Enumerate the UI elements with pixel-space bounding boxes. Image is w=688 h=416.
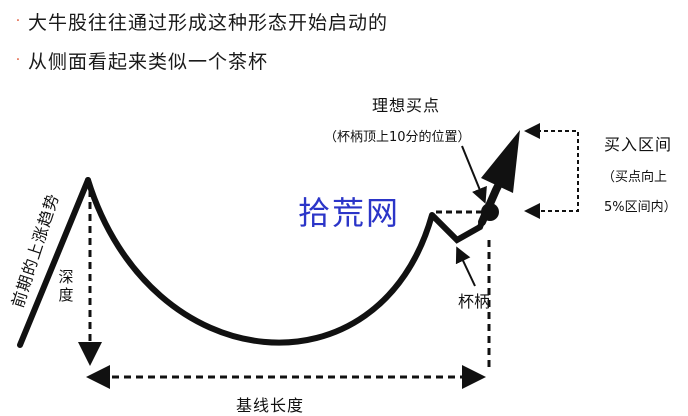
- bullet-marker: ·: [15, 13, 21, 29]
- cup-curve: [85, 177, 435, 346]
- buy-point-subtitle: （杯柄顶上10分的位置）: [324, 130, 471, 145]
- handle-pointer: [455, 246, 476, 287]
- buy-zone-bracket: [530, 130, 579, 212]
- breakout-arrow-head: [481, 130, 520, 193]
- buy-zone-line2: 5%区间内）: [604, 200, 677, 215]
- prior-trend-line: [17, 177, 91, 348]
- baseline-label: 基线长度: [236, 396, 305, 415]
- watermark-text: 拾荒网: [298, 194, 401, 232]
- buy-point-dot: [481, 203, 499, 221]
- bullet-text: 大牛股往往通过形成这种形态开始启动的: [28, 11, 389, 34]
- bullet-text: 从侧面看起来类似一个茶杯: [28, 50, 269, 73]
- buy-point-pointer: [461, 145, 487, 204]
- handle-line: [429, 212, 485, 244]
- bullet-item: · 从侧面看起来类似一个茶杯: [8, 45, 268, 75]
- buy-point-title: 理想买点: [372, 96, 441, 115]
- buy-zone-title: 买入区间: [604, 135, 673, 154]
- depth-label: 深度: [58, 268, 74, 304]
- buy-zone-line1: （买点向上: [602, 170, 668, 185]
- bullet-marker: ·: [15, 52, 21, 68]
- handle-label: 杯柄: [458, 292, 491, 311]
- bullet-item: · 大牛股往往通过形成这种形态开始启动的: [8, 6, 388, 36]
